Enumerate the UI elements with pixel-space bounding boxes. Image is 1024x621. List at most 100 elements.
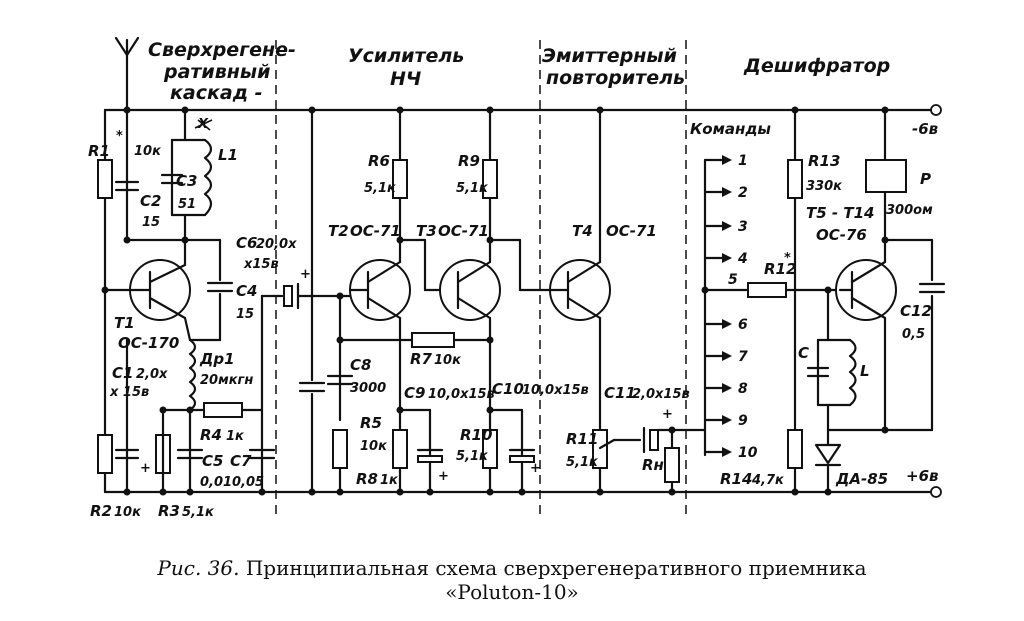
decoder-stage bbox=[703, 108, 946, 494]
junction-dots bbox=[101, 106, 889, 496]
capacitor-c4 bbox=[206, 281, 234, 293]
svg-text:0,01: 0,01 bbox=[200, 475, 232, 490]
svg-text:X: X bbox=[197, 117, 209, 132]
capacitor-c3 bbox=[160, 173, 184, 185]
capacitor-c8-bypass bbox=[298, 381, 326, 393]
svg-text:R14: R14 bbox=[720, 470, 752, 488]
svg-text:+: + bbox=[662, 407, 673, 422]
inductor-l1 bbox=[203, 138, 213, 217]
svg-text:10,0х15в: 10,0х15в bbox=[428, 387, 495, 402]
command-label: 6 bbox=[738, 317, 748, 333]
neg-terminal bbox=[930, 104, 942, 116]
capacitor-c9 bbox=[416, 448, 444, 463]
capacitor-c5 bbox=[176, 448, 204, 460]
svg-text:L1: L1 bbox=[218, 146, 238, 164]
svg-text:R2: R2 bbox=[90, 502, 112, 520]
svg-text:C8: C8 bbox=[350, 356, 371, 374]
arrow-icon bbox=[722, 187, 732, 197]
pos-terminal bbox=[930, 486, 942, 498]
figure-caption: Рис. 36. Принципиальная схема сверхреген… bbox=[0, 556, 1024, 604]
supply-pos-label: +6в bbox=[906, 467, 939, 485]
svg-text:R11: R11 bbox=[566, 430, 598, 448]
svg-text:R5: R5 bbox=[360, 414, 382, 432]
header-lfamp-2: НЧ bbox=[390, 68, 421, 90]
svg-text:C9: C9 bbox=[404, 384, 425, 402]
resistor-r12 bbox=[747, 282, 787, 298]
arrow-icon bbox=[722, 319, 732, 329]
svg-text:C7: C7 bbox=[230, 452, 252, 470]
svg-text:T3: T3 bbox=[416, 222, 437, 240]
svg-text:Др1: Др1 bbox=[199, 350, 235, 368]
svg-text:1к: 1к bbox=[226, 429, 245, 444]
svg-text:C3: C3 bbox=[176, 172, 197, 190]
svg-text:C10: C10 bbox=[492, 380, 524, 398]
svg-text:ОС-71: ОС-71 bbox=[350, 222, 401, 240]
arrow-icon bbox=[722, 221, 732, 231]
svg-text:20,0х: 20,0х bbox=[256, 237, 297, 252]
svg-text:C2: C2 bbox=[140, 192, 161, 210]
arrow-icon bbox=[722, 351, 732, 361]
svg-text:2,0х: 2,0х bbox=[136, 367, 168, 382]
svg-text:P: P bbox=[920, 170, 931, 188]
svg-text:0,05: 0,05 bbox=[232, 475, 264, 490]
diode-da85 bbox=[814, 443, 842, 467]
caption-line-2: «Poluton-10» bbox=[445, 580, 579, 604]
svg-text:R13: R13 bbox=[808, 152, 840, 170]
svg-text:T1: T1 bbox=[114, 314, 135, 332]
arrow-icon bbox=[722, 155, 732, 165]
svg-text:R7: R7 bbox=[410, 350, 433, 368]
supply-neg-label: -6в bbox=[912, 120, 938, 138]
capacitor-c8 bbox=[326, 374, 354, 386]
svg-text:10,0х15в: 10,0х15в bbox=[522, 383, 589, 398]
svg-text:+: + bbox=[530, 461, 541, 476]
svg-text:+: + bbox=[140, 461, 151, 476]
resistor-r8 bbox=[392, 429, 408, 469]
command-label: 8 bbox=[738, 381, 748, 397]
command-label: 7 bbox=[738, 349, 748, 365]
svg-text:*: * bbox=[784, 251, 791, 266]
header-superregen-3: каскад - bbox=[170, 82, 263, 104]
svg-text:ОС-76: ОС-76 bbox=[816, 226, 867, 244]
svg-text:C6: C6 bbox=[236, 234, 257, 252]
svg-text:10к: 10к bbox=[114, 505, 142, 520]
resistor-r14 bbox=[787, 429, 803, 469]
svg-text:R12: R12 bbox=[764, 260, 796, 278]
antenna-icon bbox=[114, 36, 140, 112]
svg-text:R10: R10 bbox=[460, 426, 492, 444]
capacitor-c2 bbox=[114, 180, 140, 192]
svg-text:3000: 3000 bbox=[350, 381, 386, 396]
arrow-icon bbox=[722, 447, 732, 457]
svg-text:51: 51 bbox=[178, 197, 196, 212]
svg-text:L: L bbox=[860, 362, 870, 380]
svg-text:+: + bbox=[438, 469, 449, 484]
svg-text:10к: 10к bbox=[360, 439, 388, 454]
command-label: 3 bbox=[738, 219, 748, 235]
capacitor-c7 bbox=[248, 448, 276, 460]
svg-text:C4: C4 bbox=[236, 282, 257, 300]
command-arrows bbox=[703, 155, 732, 457]
svg-text:T5 - T14: T5 - T14 bbox=[806, 204, 874, 222]
svg-text:1к: 1к bbox=[380, 473, 399, 488]
svg-text:ОС-71: ОС-71 bbox=[606, 222, 657, 240]
svg-text:*: * bbox=[116, 129, 123, 144]
section-dividers bbox=[275, 40, 687, 515]
svg-text:Rн: Rн bbox=[642, 456, 664, 474]
svg-text:R6: R6 bbox=[368, 152, 390, 170]
svg-text:R9: R9 bbox=[458, 152, 480, 170]
svg-text:C11: C11 bbox=[604, 384, 636, 402]
svg-text:5,1к: 5,1к bbox=[364, 181, 397, 196]
resistor-r13 bbox=[787, 159, 803, 199]
command-label: 2 bbox=[738, 185, 748, 201]
resistor-r2 bbox=[97, 434, 113, 474]
caption-line-1: Рис. 36. Принципиальная схема сверхреген… bbox=[0, 556, 1024, 580]
header-superregen-2: ративный bbox=[163, 61, 270, 83]
svg-text:330к: 330к bbox=[806, 179, 843, 194]
svg-text:T2: T2 bbox=[328, 222, 349, 240]
transistor-t3 bbox=[439, 259, 501, 321]
svg-text:ДА-85: ДА-85 bbox=[835, 470, 888, 488]
command-label: 9 bbox=[738, 413, 748, 429]
svg-text:15: 15 bbox=[142, 215, 160, 230]
svg-text:5,1к: 5,1к bbox=[456, 449, 489, 464]
header-superregen-1: Сверхрегене- bbox=[148, 39, 296, 61]
